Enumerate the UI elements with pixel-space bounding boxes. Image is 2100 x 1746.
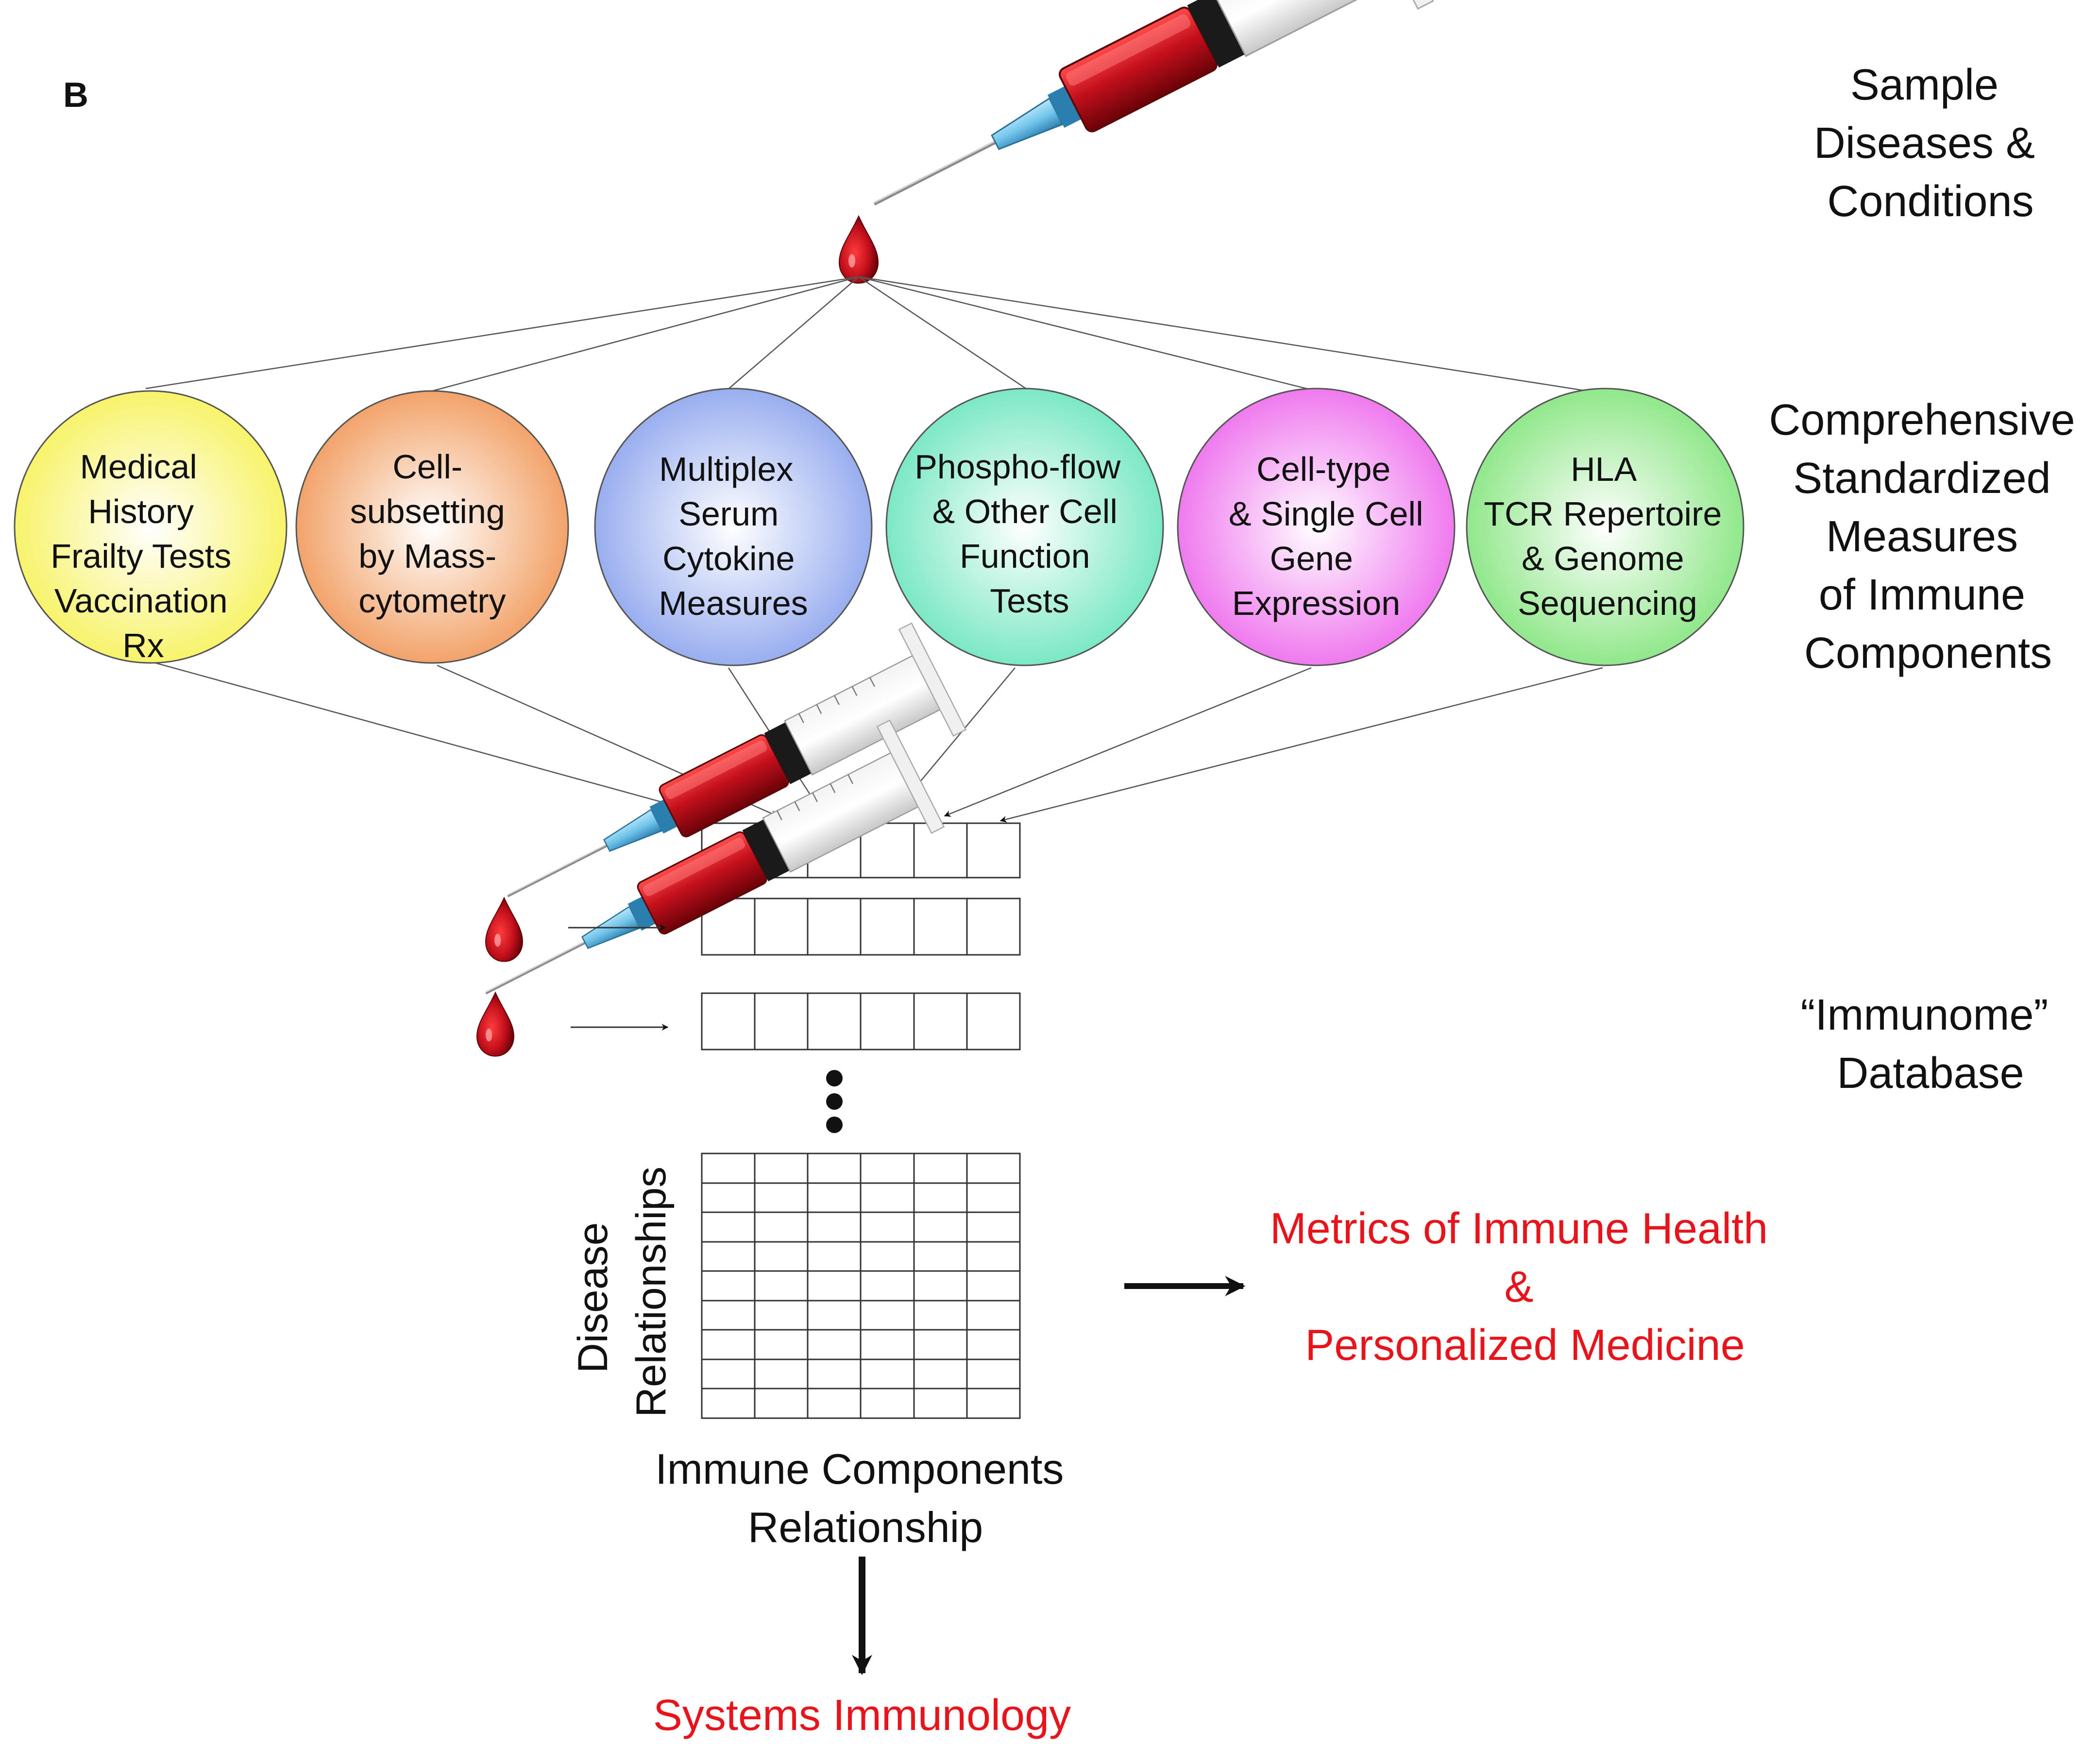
circle-line: Cell-type: [1256, 450, 1390, 488]
matrix-y-axis-label: Disease Relationships: [570, 1167, 675, 1417]
circle-line: Phospho-flow: [915, 448, 1121, 486]
circle-medical-history: Medical History Frailty Tests Vaccinatio…: [14, 390, 288, 664]
circle-line: Measures: [659, 584, 808, 622]
circle-line: subsetting: [350, 492, 505, 530]
circle-line: Serum: [678, 495, 779, 533]
svg-text:Cell-type & Single Cel: Cell-type & Single Cell Gene Expression: [1229, 450, 1433, 622]
circle-line: Function: [960, 537, 1090, 575]
circle-line: & Other Cell: [932, 492, 1118, 530]
database-row-2: [701, 898, 1021, 956]
circle-line: & Single Cell: [1229, 495, 1423, 533]
circle-multiplex-cytokine: Multiplex Serum Cytokine Measures: [594, 388, 873, 666]
blood-drop-icon: [476, 992, 514, 1057]
matrix-x-axis-label: Immune Components Relationship: [655, 1445, 1076, 1551]
circle-line: Frailty Tests: [51, 537, 231, 575]
circle-line: Tests: [990, 582, 1069, 620]
side-label-measures: Comprehensive Standardized Measures of I…: [1769, 396, 2087, 678]
circle-hla-tcr: HLA TCR Repertoire & Genome Sequencing: [1466, 388, 1744, 666]
circle-line: Medical: [80, 448, 197, 486]
blood-drop-icon: [485, 897, 523, 962]
circle-line: Gene: [1270, 540, 1353, 577]
circle-line: TCR Repertoire: [1484, 495, 1722, 533]
blood-drop-icon: [839, 216, 879, 284]
syringe-icon: [841, 0, 1433, 269]
circle-cell-subsetting: Cell- subsetting by Mass- cytometry: [295, 390, 569, 664]
circle-line: History: [88, 492, 194, 530]
panel-label: B: [63, 76, 88, 115]
circle-line: Vaccination: [54, 582, 228, 620]
circle-line: Cytokine: [662, 540, 795, 577]
circle-line: Cell-: [392, 448, 462, 486]
metrics-outcome: Metrics of Immune Health & Personalized …: [1270, 1204, 1780, 1370]
circle-line: HLA: [1571, 450, 1637, 488]
svg-text:HLA TCR Repertoire: HLA TCR Repertoire & Genome Sequencing: [1484, 450, 1731, 622]
circle-line: & Genome: [1522, 540, 1684, 577]
systems-immunology-outcome: Systems Immunology: [653, 1691, 1071, 1740]
circle-phospho-flow: Phospho-flow & Other Cell Function Tests: [885, 388, 1164, 666]
circle-line: Rx: [122, 627, 164, 664]
svg-text:Phospho-flow & Other C: Phospho-flow & Other Cell Function Tests: [915, 448, 1130, 620]
circle-line: Expression: [1232, 584, 1400, 622]
circle-line: Multiplex: [659, 450, 793, 488]
side-label-sample: Sample Diseases & Conditions: [1814, 61, 2047, 226]
circle-line: Sequencing: [1518, 584, 1697, 622]
svg-text:Medical History: Medical History Frailty Tests Vaccinatio…: [51, 448, 241, 664]
database-row-3: [701, 992, 1021, 1051]
measure-circles: Medical History Frailty Tests Vaccinatio…: [14, 388, 1744, 666]
circle-single-cell: Cell-type & Single Cell Gene Expression: [1177, 388, 1456, 666]
svg-text:Cell- subsetting: Cell- subsetting by Mass- cytometry: [350, 448, 515, 620]
ellipsis-dots-icon: [826, 1070, 843, 1133]
fan-out-lines: [145, 276, 1603, 394]
side-label-database: “Immunome” Database: [1800, 991, 2060, 1098]
svg-text:Multiplex Serum: Multiplex Serum Cytokine Measures: [659, 450, 808, 622]
relationship-matrix: [701, 1153, 1021, 1419]
circle-line: cytometry: [358, 582, 506, 620]
circle-line: by Mass-: [358, 537, 496, 575]
